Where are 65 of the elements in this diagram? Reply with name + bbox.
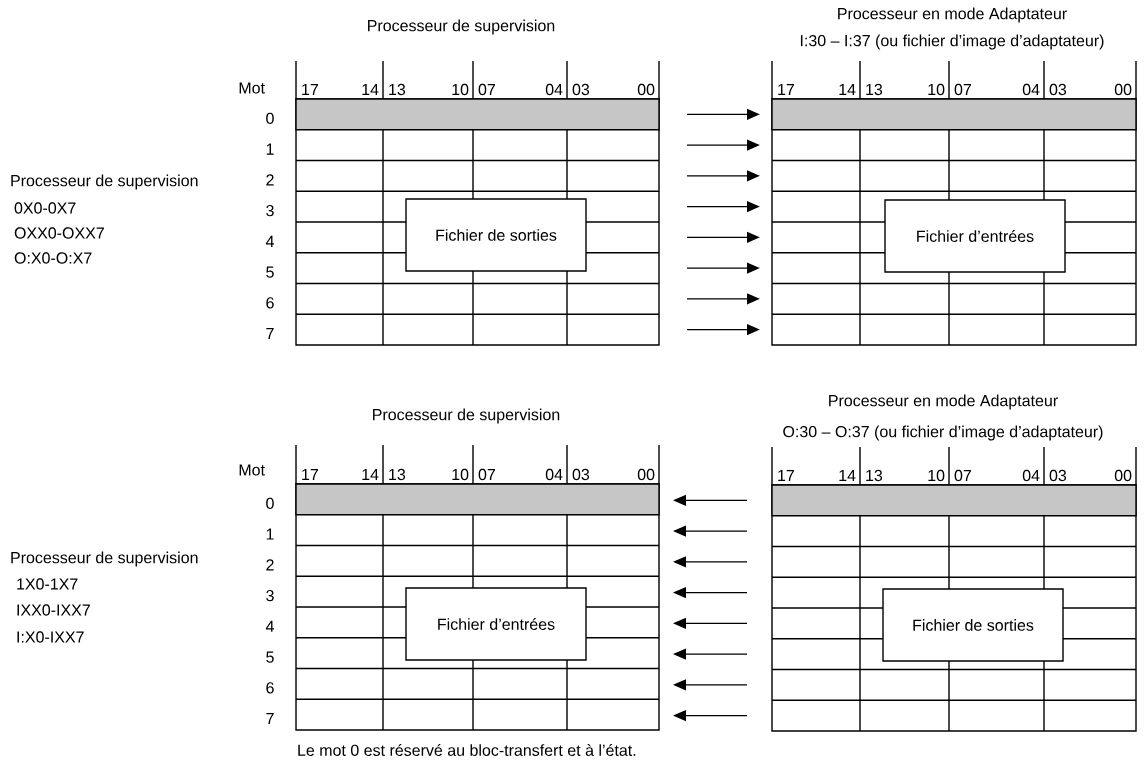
- table-heading: Processeur en mode Adaptateur: [838, 7, 1067, 23]
- bit-number: 00: [637, 83, 655, 96]
- bit-number: 03: [572, 83, 590, 96]
- bit-number: 14: [839, 470, 856, 481]
- bit-number: 04: [1022, 83, 1040, 96]
- word-number: 4: [265, 620, 274, 632]
- bit-number: 17: [778, 470, 794, 481]
- word-number: 7: [266, 328, 274, 340]
- bit-number: 13: [389, 83, 406, 96]
- table-heading: I:30 – I:37 (ou fichier d’image d’adaptateur): [800, 34, 1104, 50]
- bit-number: 03: [572, 468, 590, 481]
- bit-number: 17: [778, 84, 794, 95]
- address-text: I:X0-IXX7: [17, 631, 84, 643]
- table-heading: Processeur de supervision: [373, 408, 560, 424]
- bit-number: 00: [1114, 83, 1132, 96]
- bit-number: 00: [1114, 469, 1132, 482]
- word-number: 2: [266, 174, 274, 186]
- bit-number: 04: [545, 83, 563, 96]
- word-number: 7: [266, 713, 274, 725]
- bit-number: 07: [954, 83, 971, 96]
- caption-text: Le mot 0 est réservé au bloc-transfert et à l’état.: [298, 744, 636, 756]
- address-text: IXX0-IXX7: [17, 604, 90, 616]
- word-number: 4: [265, 235, 274, 247]
- word-number: 0: [266, 497, 274, 510]
- table-heading: Processeur de supervision: [368, 19, 555, 35]
- bit-number: 04: [1022, 469, 1040, 482]
- bit-number: 03: [1049, 83, 1067, 96]
- word-number: 2: [266, 559, 274, 571]
- bit-number: 13: [866, 83, 883, 96]
- bit-number: 10: [452, 468, 469, 481]
- bit-number: 03: [1049, 469, 1067, 482]
- bit-number: 14: [839, 84, 856, 95]
- bit-number: 17: [302, 469, 318, 480]
- word-heading: Mot: [239, 82, 265, 94]
- bit-number: 07: [478, 468, 495, 481]
- bit-number: 13: [866, 469, 883, 482]
- address-text: Processeur de supervision: [11, 551, 198, 567]
- word-number: 1: [266, 143, 274, 155]
- bit-number: 14: [362, 84, 379, 95]
- table-heading: Processeur en mode Adaptateur: [829, 394, 1058, 410]
- address-text: 0X0-0X7: [14, 202, 76, 214]
- bit-number: 17: [302, 84, 318, 95]
- bit-number: 13: [389, 468, 406, 481]
- address-text: 1X0-1X7: [17, 578, 78, 590]
- bit-number: 10: [928, 469, 945, 482]
- bit-number: 10: [452, 83, 469, 96]
- word-number: 5: [266, 651, 274, 663]
- word-number: 1: [266, 528, 274, 540]
- table-heading: O:30 – O:37 (ou fichier d’image d’adaptateur): [783, 425, 1103, 441]
- word-number: 0: [266, 112, 274, 125]
- bit-number: 07: [954, 469, 971, 482]
- address-text: Processeur de supervision: [11, 174, 198, 190]
- word-heading: Mot: [239, 464, 265, 476]
- bit-number: 04: [545, 468, 563, 481]
- address-text: O:X0-O:X7: [14, 252, 92, 264]
- word-number: 6: [266, 682, 274, 694]
- word-number: 5: [266, 266, 274, 278]
- word-number: 3: [266, 589, 274, 602]
- word-number: 3: [266, 204, 274, 217]
- bit-number: 07: [478, 83, 495, 96]
- bit-number: 10: [928, 83, 945, 96]
- word-number: 6: [266, 297, 274, 309]
- bit-number: 14: [362, 469, 379, 480]
- address-text: OXX0-OXX7: [14, 227, 104, 239]
- bit-number: 00: [637, 468, 655, 481]
